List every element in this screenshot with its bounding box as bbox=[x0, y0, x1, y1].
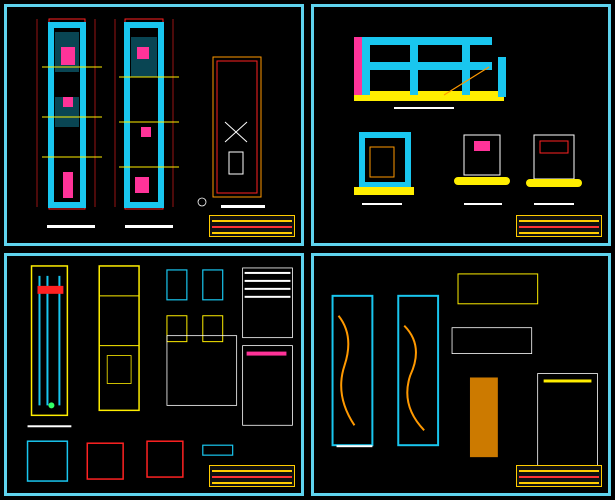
title-block bbox=[516, 215, 602, 237]
longitudinal-section bbox=[354, 37, 506, 109]
water-supply-plan bbox=[27, 265, 72, 428]
electrical-drawing bbox=[331, 273, 598, 474]
title-block bbox=[209, 465, 295, 487]
elevations-panel[interactable] bbox=[311, 4, 611, 246]
drainage-plan bbox=[98, 265, 140, 412]
plumbing-drawing bbox=[26, 265, 293, 482]
installation-details bbox=[26, 440, 234, 482]
floor-plans-drawing bbox=[36, 18, 265, 228]
elevations-drawing bbox=[354, 37, 582, 205]
electrical-plan-panel[interactable] bbox=[311, 253, 611, 496]
electrical-plan-upper bbox=[397, 294, 440, 447]
electrical-plan-ground bbox=[331, 294, 374, 448]
upper-floor-plan bbox=[114, 18, 179, 228]
fixture-details bbox=[166, 269, 224, 343]
ground-floor-plan bbox=[36, 18, 102, 228]
rear-elevation bbox=[526, 134, 582, 205]
plumbing-legend-table bbox=[166, 267, 293, 426]
title-block bbox=[209, 215, 295, 237]
load-schedule bbox=[451, 273, 598, 474]
title-block bbox=[516, 465, 602, 487]
cross-section bbox=[354, 132, 414, 205]
floor-plans-panel[interactable] bbox=[4, 4, 304, 246]
plumbing-details-panel[interactable] bbox=[4, 253, 304, 496]
roof-plan bbox=[197, 56, 265, 208]
front-elevation bbox=[454, 134, 510, 205]
